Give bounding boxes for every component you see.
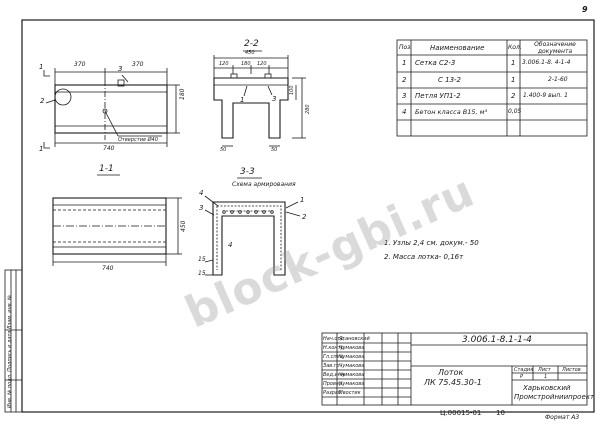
spec-row-2-name: С 13-2	[438, 76, 461, 84]
name-1: Ягановский	[339, 336, 370, 342]
spec-row-1-pos: 1	[402, 59, 407, 67]
main-dim-left: 370	[74, 61, 86, 68]
sheet-number: 9	[582, 5, 588, 14]
note-1: 1. Узлы 2,4 см. докум.- 50	[384, 239, 479, 247]
s33-subtitle: Схема армирования	[232, 181, 296, 188]
name-2: Чумаковa	[339, 345, 365, 351]
org-line2: Промстройниипроект	[514, 393, 595, 401]
sheet-label: Лист	[538, 367, 551, 373]
spec-row-3-name: Петля УП1-2	[415, 92, 461, 100]
spec-row-2-doc: 2-1-60	[548, 76, 568, 83]
sheets-label: Листов	[562, 367, 581, 373]
section-mark-top: 1	[39, 63, 44, 71]
hole-label: Отверстие Ø40	[118, 137, 158, 143]
s11-dim-length: 740	[102, 265, 114, 272]
s11-dim-width: 450	[180, 220, 187, 232]
spec-row-3-pos: 3	[402, 92, 407, 100]
s33-mark-1: 1	[300, 196, 305, 204]
inventory-number: Ц.00015-01	[440, 409, 482, 417]
section-3-3-outline	[212, 201, 286, 276]
title-name-line1: Лоток	[438, 368, 464, 377]
s22-dim-top: 100	[289, 85, 295, 95]
section-2-2-title: 2-2	[244, 39, 259, 49]
s22-dim-a: 120	[219, 61, 229, 67]
s33-mark-4b: 4	[228, 241, 233, 249]
spec-row-4-qty: 0,05	[508, 108, 522, 115]
main-dim-right: 370	[132, 61, 144, 68]
role-6: Провер.	[323, 381, 344, 387]
s33-mark-15a: 15	[198, 256, 206, 263]
role-7: Разраб.	[323, 390, 343, 396]
spec-row-3-qty: 2	[511, 92, 516, 100]
spec-row-2-qty: 1	[511, 76, 516, 84]
section-3-3-title: 3-3	[240, 167, 255, 177]
sheet-frame	[21, 19, 595, 413]
inventory-sheet: 10	[496, 409, 505, 417]
spec-row-1-qty: 1	[511, 59, 516, 67]
s33-mark-3: 3	[199, 204, 204, 212]
main-dim-length: 740	[103, 145, 115, 152]
sheet-value: 1	[544, 374, 548, 380]
spec-header-doc: Обозначение документа	[534, 41, 576, 55]
s22-dim-leg-right: 50	[271, 147, 278, 153]
role-3: Гл.спец.	[323, 354, 345, 360]
spec-row-1-doc: 3.006.1-8. 4-1-4	[522, 59, 571, 66]
stage-value: Р	[520, 374, 524, 380]
role-1: Нач.отд.	[323, 336, 346, 342]
s33-mark-15b: 15	[198, 270, 206, 277]
title-code: 3.006.1-8.1-1-4	[462, 335, 532, 345]
main-mark-2: 2	[40, 97, 45, 105]
name-4: Чумаковa	[339, 363, 365, 369]
name-6: Чумаковa	[339, 381, 365, 387]
side-stamp-text: Инв. № подл. Подпись и дата Взам. инв. №	[7, 294, 13, 408]
s22-mark-1: 1	[240, 96, 245, 104]
title-block-frame	[321, 332, 588, 406]
spec-row-3-doc: 1.400-9 вып. 1	[523, 92, 568, 99]
role-4: Зав.гр.	[323, 363, 342, 369]
spec-row-4-name: Бетон классa В15, м³	[415, 108, 488, 116]
main-mark-3: 3	[118, 65, 123, 73]
section-1-1-title: 1-1	[99, 164, 114, 174]
title-name-line2: ЛК 75.45.30-1	[424, 378, 482, 387]
section-mark-bottom: 1	[39, 145, 44, 153]
s22-dim-c: 120	[257, 61, 267, 67]
spec-row-1-name: Сетка С2-3	[415, 59, 456, 67]
org-line1: Харьковский	[523, 384, 571, 392]
s22-dim-width: 450	[245, 50, 255, 56]
note-2: 2. Масса лотка- 0,16т	[384, 253, 464, 261]
name-7: Ивостик	[339, 390, 361, 396]
stage-label: Стадия	[514, 367, 534, 373]
section-2-2-outline	[213, 77, 289, 139]
spec-row-2-pos: 2	[402, 76, 407, 84]
s33-mark-4a: 4	[199, 189, 204, 197]
side-stamp-frame	[4, 269, 23, 413]
s22-dim-b: 180	[241, 61, 251, 67]
spec-header-pos: Поз.	[399, 44, 413, 51]
s22-mark-3: 3	[272, 95, 277, 103]
main-view-outline	[54, 84, 168, 134]
s22-dim-leg-left: 50	[220, 147, 227, 153]
s33-mark-2: 2	[302, 213, 307, 221]
s22-dim-height: 280	[305, 104, 311, 114]
spec-header-name: Наименование	[430, 44, 485, 52]
main-dim-height: 180	[179, 88, 186, 100]
name-5: Чумаковa	[339, 372, 365, 378]
sheet-format: Формат А3	[545, 414, 580, 421]
name-3: Чумаковa	[339, 354, 365, 360]
spec-row-4-pos: 4	[402, 108, 407, 116]
role-5: Вед.инж.	[323, 372, 348, 378]
role-2: Н.контр.	[323, 345, 346, 351]
spec-header-qty: Кол.	[508, 44, 522, 51]
